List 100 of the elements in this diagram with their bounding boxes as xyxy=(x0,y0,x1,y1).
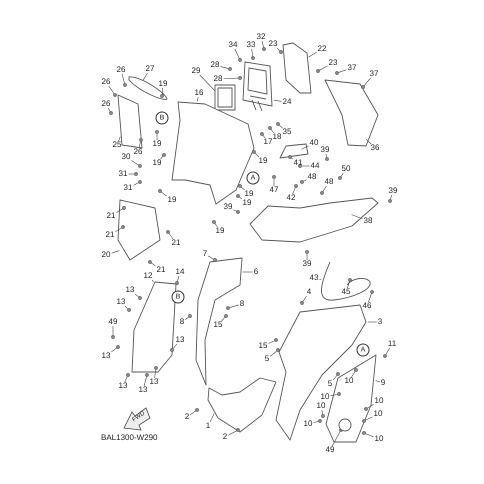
callout-number: 37 xyxy=(346,64,358,72)
leader-line xyxy=(233,209,237,212)
callout-number: 13 xyxy=(124,286,136,294)
callout-number: 39 xyxy=(302,260,312,268)
leader-line xyxy=(122,74,125,84)
callout-number: 17 xyxy=(262,138,274,146)
leader-line xyxy=(154,369,156,378)
trim-panel xyxy=(196,258,242,386)
callout-number: 26 xyxy=(100,100,112,108)
leader-line xyxy=(239,196,242,200)
callout-number: 31 xyxy=(118,170,128,178)
callout-number: 38 xyxy=(362,217,374,225)
screw xyxy=(113,93,117,97)
pad xyxy=(280,144,308,158)
panel xyxy=(282,42,312,94)
lens xyxy=(128,76,168,100)
leader-line xyxy=(367,404,374,408)
screw xyxy=(370,290,374,294)
leader-line xyxy=(326,154,327,158)
screw xyxy=(109,111,113,115)
leader-line xyxy=(340,172,344,177)
callout-number: 11 xyxy=(386,340,398,348)
leader-line xyxy=(276,48,280,52)
screw xyxy=(320,191,324,195)
callout-number: 27 xyxy=(144,65,156,73)
leader-line xyxy=(332,375,338,380)
screw xyxy=(252,150,256,154)
callout-number: 35 xyxy=(282,128,292,136)
callout-number: 19 xyxy=(152,140,162,148)
leader-line xyxy=(214,223,218,228)
callout-number: 19 xyxy=(244,190,254,198)
screw xyxy=(388,199,392,203)
leader-line xyxy=(240,186,245,190)
leader-line xyxy=(162,88,163,95)
screw xyxy=(276,348,280,352)
screw xyxy=(145,373,149,377)
screw xyxy=(148,260,152,264)
screw xyxy=(321,414,325,418)
callout-number: 23 xyxy=(268,40,278,48)
screw xyxy=(116,345,120,349)
callout-number: 5 xyxy=(326,380,334,388)
callout-number: 16 xyxy=(194,89,204,97)
callout-number: 26 xyxy=(116,66,126,74)
callout-number: 10 xyxy=(344,377,354,385)
callout-number: 13 xyxy=(118,382,128,390)
callout-number: 46 xyxy=(362,302,372,310)
leader-line xyxy=(308,52,317,58)
leader-line xyxy=(221,316,226,322)
leader-line xyxy=(254,152,260,158)
callout-number: 25 xyxy=(112,141,122,149)
leader-line xyxy=(366,138,372,144)
leader-line xyxy=(322,410,323,415)
screw xyxy=(224,314,228,318)
screw xyxy=(195,408,199,412)
leader-line xyxy=(168,233,174,240)
screw xyxy=(338,176,342,180)
callout-number: 41 xyxy=(292,159,304,167)
screw xyxy=(272,175,276,179)
screw xyxy=(300,301,304,305)
leader-line xyxy=(108,108,110,112)
callout-number: 13 xyxy=(116,298,126,306)
callout-number: 2 xyxy=(222,433,228,441)
leader-line xyxy=(151,262,156,266)
callout-number: 19 xyxy=(152,159,162,167)
callout-number: 18 xyxy=(272,133,282,141)
screw xyxy=(383,354,387,358)
leader-line xyxy=(111,250,120,254)
callout-number: 39 xyxy=(222,203,234,211)
callout-number: 34 xyxy=(228,41,238,49)
leader-line xyxy=(118,136,121,142)
leader-line xyxy=(161,192,167,196)
leader-line xyxy=(347,281,350,288)
leader-line xyxy=(292,187,296,194)
screw xyxy=(316,69,320,73)
callout-number: 21 xyxy=(156,266,166,274)
leader-line xyxy=(133,182,139,186)
leader-line xyxy=(208,256,214,260)
callout-number: 10 xyxy=(374,397,384,405)
callout-number: 4 xyxy=(306,288,312,296)
leader-line xyxy=(124,376,128,382)
leader-line xyxy=(111,348,117,352)
callout-number: 10 xyxy=(372,410,384,418)
leader-line xyxy=(112,326,114,336)
callout-number: 13 xyxy=(148,378,160,386)
leader-line xyxy=(375,380,380,382)
leader-line xyxy=(273,100,282,102)
callout-number: 22 xyxy=(316,45,328,53)
callout-number: 33 xyxy=(246,41,256,49)
screw xyxy=(166,230,170,234)
screw xyxy=(236,210,240,214)
leader-line xyxy=(319,278,322,280)
leader-line xyxy=(270,350,277,357)
callout-number: 19 xyxy=(158,80,168,88)
callout-number: 39 xyxy=(388,187,398,195)
leader-line xyxy=(351,214,363,220)
screw xyxy=(138,296,142,300)
leader-line xyxy=(365,433,374,438)
screw xyxy=(123,83,127,87)
callout-number: 37 xyxy=(368,70,380,78)
leader-line xyxy=(386,348,390,355)
